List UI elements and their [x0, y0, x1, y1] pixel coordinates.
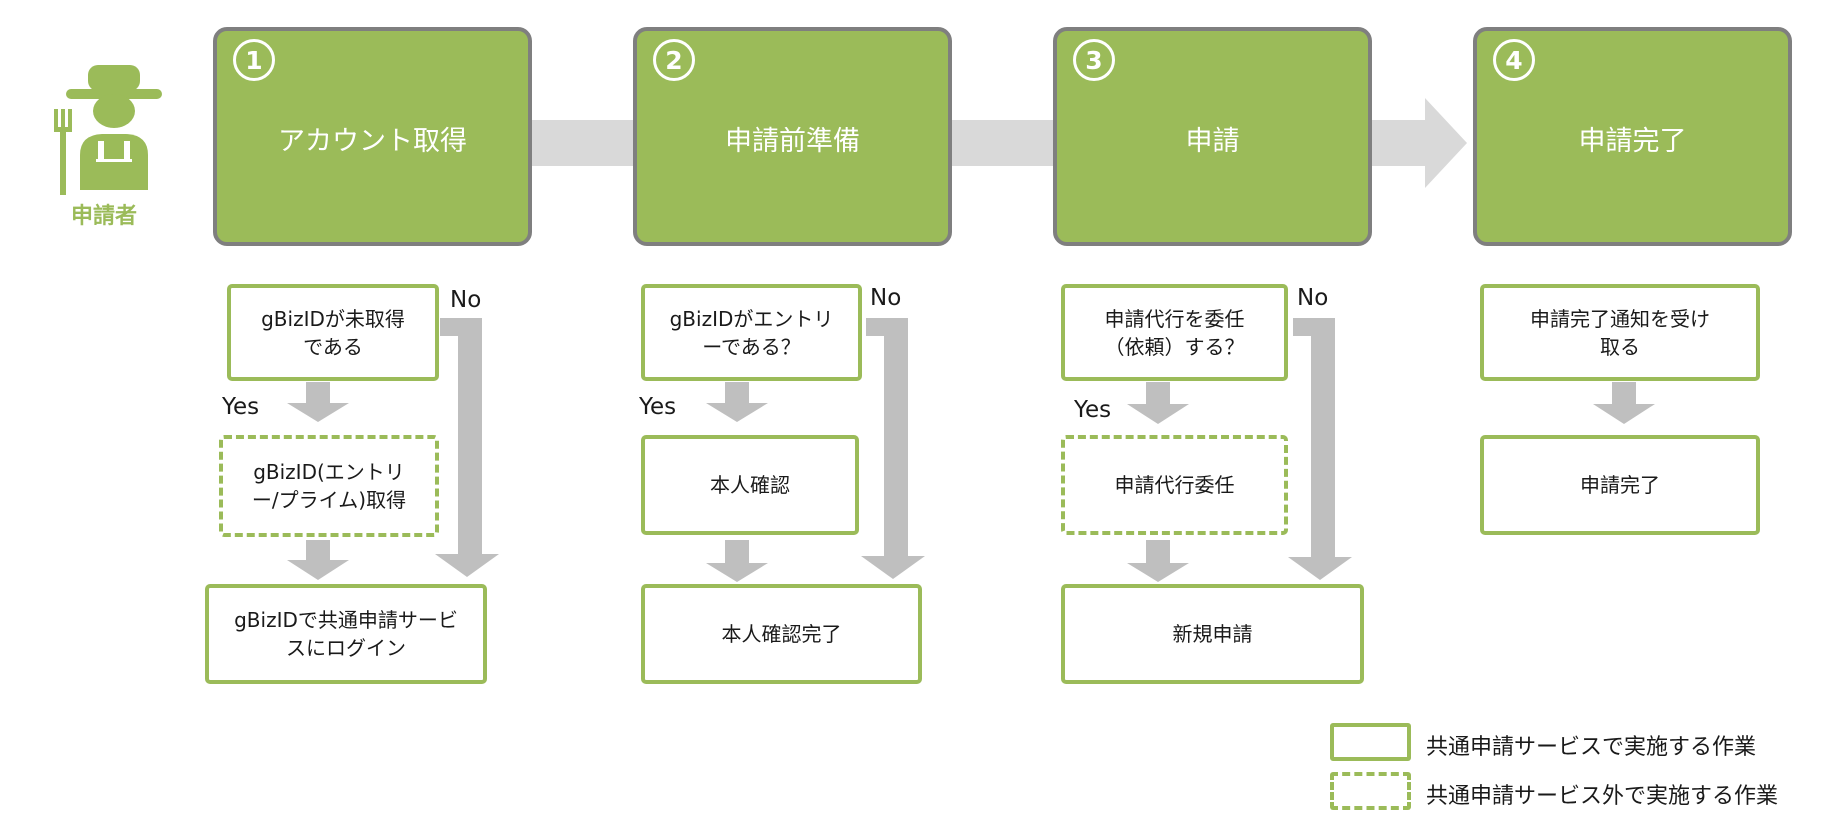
stage-preparation: 2 申請前準備 — [633, 27, 952, 246]
stage-account: 1 アカウント取得 — [213, 27, 532, 246]
down-arrow — [1593, 382, 1655, 424]
decision-box-account: gBizIDが未取得である — [227, 284, 439, 381]
down-arrow — [287, 382, 349, 422]
result-box-new-application: 新規申請 — [1061, 584, 1364, 684]
no-bypass-arrow — [861, 318, 925, 579]
no-bypass-arrow — [1288, 318, 1352, 580]
yes-label: Yes — [222, 394, 260, 420]
yes-label: Yes — [1074, 397, 1112, 423]
stage-title: アカウント取得 — [278, 126, 467, 157]
down-arrow — [1127, 540, 1189, 582]
down-arrow — [706, 540, 768, 582]
stage-complete: 4 申請完了 — [1473, 27, 1792, 246]
applicant — [40, 55, 170, 245]
stage-number: 4 — [1493, 39, 1535, 81]
stage-number: 1 — [233, 39, 275, 81]
stage-title: 申請 — [1185, 126, 1240, 157]
no-bypass-arrow — [435, 318, 499, 577]
stage-number: 2 — [653, 39, 695, 81]
result-box-application-complete: 申請完了 — [1480, 435, 1760, 535]
no-label: No — [870, 285, 902, 311]
no-label: No — [450, 287, 482, 313]
decision-box-entry: gBizIDがエントリーである？ — [641, 284, 862, 381]
legend-swatch-dashed — [1330, 772, 1411, 810]
stage-number: 3 — [1073, 39, 1115, 81]
stage-application: 3 申請 — [1053, 27, 1372, 246]
stage-title: 申請前準備 — [725, 126, 860, 157]
applicant-label: 申請者 — [70, 204, 137, 229]
legend-swatch-solid — [1330, 723, 1411, 761]
decision-box-delegation: 申請代行を委任（依頼）する？ — [1061, 284, 1288, 381]
down-arrow — [1127, 382, 1189, 424]
result-box-identity-complete: 本人確認完了 — [641, 584, 922, 684]
legend-text-inside: 共通申請サービスで実施する作業 — [1426, 735, 1757, 760]
down-arrow — [706, 382, 768, 422]
stage-title: 申請完了 — [1578, 126, 1687, 157]
step-box-notification: 申請完了通知を受け取る — [1480, 284, 1760, 381]
down-arrow — [287, 540, 349, 580]
step-box-gbizid-obtain: gBizID(エントリー/プライム)取得 — [219, 435, 439, 537]
legend-text-outside: 共通申請サービス外で実施する作業 — [1426, 784, 1779, 809]
no-label: No — [1297, 285, 1329, 311]
yes-label: Yes — [639, 394, 677, 420]
step-box-identity-check: 本人確認 — [641, 435, 859, 535]
farmer-icon — [54, 65, 162, 195]
result-box-login: gBizIDで共通申請サービスにログイン — [205, 584, 487, 684]
step-box-delegation: 申請代行委任 — [1061, 435, 1288, 535]
